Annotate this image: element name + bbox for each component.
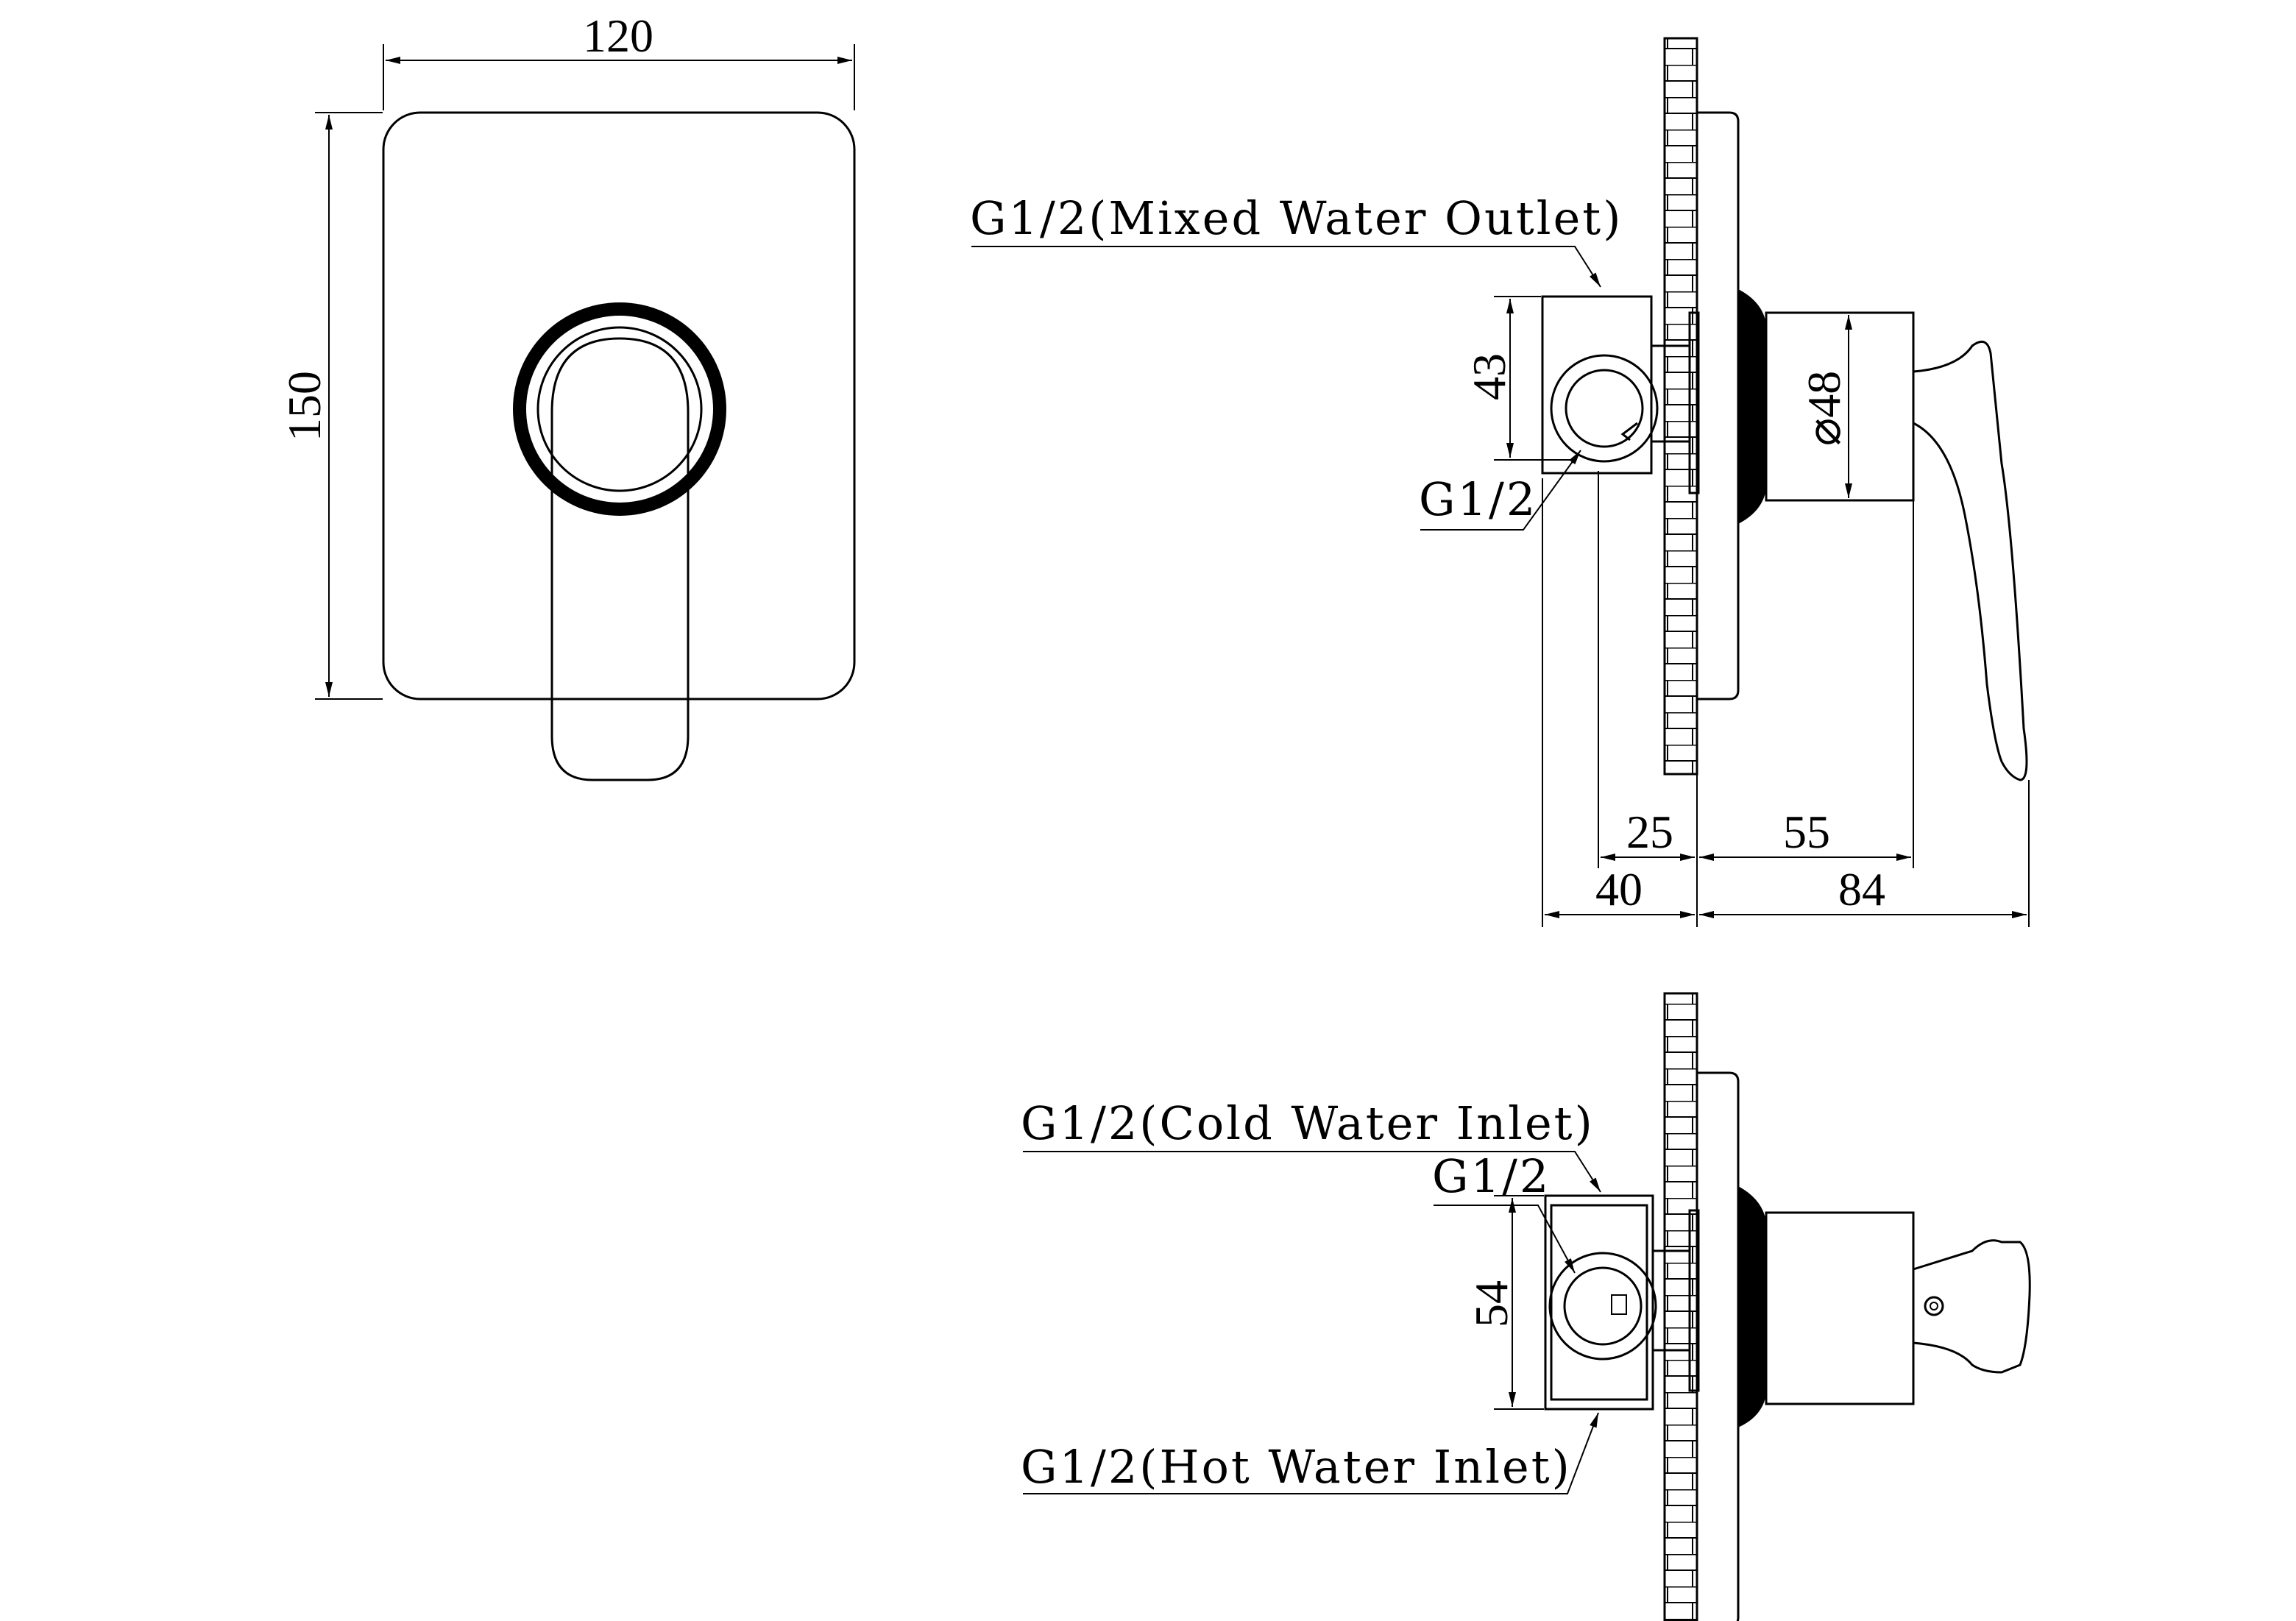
wall-section-top xyxy=(1663,37,1698,776)
dim-width: 120 xyxy=(583,10,653,62)
label-mixed-outlet: G1/2(Mixed Water Outlet) xyxy=(970,191,1623,245)
lever-ring-inner xyxy=(526,316,713,503)
dim-84: 84 xyxy=(1838,863,1885,915)
dim-25: 25 xyxy=(1626,806,1673,858)
escutcheon-seal xyxy=(1738,289,1766,524)
trim-cylinder-bottom xyxy=(1765,1211,1915,1405)
dim-40: 40 xyxy=(1595,863,1643,915)
dim-54: 54 xyxy=(1465,1280,1517,1327)
side-view-bottom: G1/2(Cold Water Inlet) G1/2 G1/2(Hot Wat… xyxy=(1021,992,2031,1621)
side-view-top: G1/2(Mixed Water Outlet) G1/2 43 ⌀48 25 … xyxy=(970,37,2030,927)
lever-handle xyxy=(550,337,690,781)
dim-55: 55 xyxy=(1783,806,1830,858)
label-cold-inlet: G1/2(Cold Water Inlet) xyxy=(1021,1096,1595,1150)
cartridge-spacer xyxy=(1688,311,1700,494)
lever-ring-line xyxy=(536,326,703,492)
lever-end xyxy=(1912,1239,2031,1374)
label-port-top: G1/2 xyxy=(1419,472,1537,526)
cover-plate-side-bottom xyxy=(1697,1071,1740,1621)
dim-43: 43 xyxy=(1463,353,1515,400)
label-hot-inlet: G1/2(Hot Water Inlet) xyxy=(1021,1440,1572,1494)
lever-side xyxy=(1912,340,2028,781)
dim-diameter: ⌀48 xyxy=(1798,371,1850,447)
label-port-bottom: G1/2 xyxy=(1432,1149,1551,1203)
dim-height: 150 xyxy=(278,371,330,441)
cover-plate xyxy=(382,111,856,700)
wall-section-bottom xyxy=(1663,992,1698,1621)
cover-plate-side xyxy=(1697,111,1740,700)
escutcheon-seal-bottom xyxy=(1738,1186,1766,1427)
front-view: 120 150 xyxy=(278,10,856,781)
